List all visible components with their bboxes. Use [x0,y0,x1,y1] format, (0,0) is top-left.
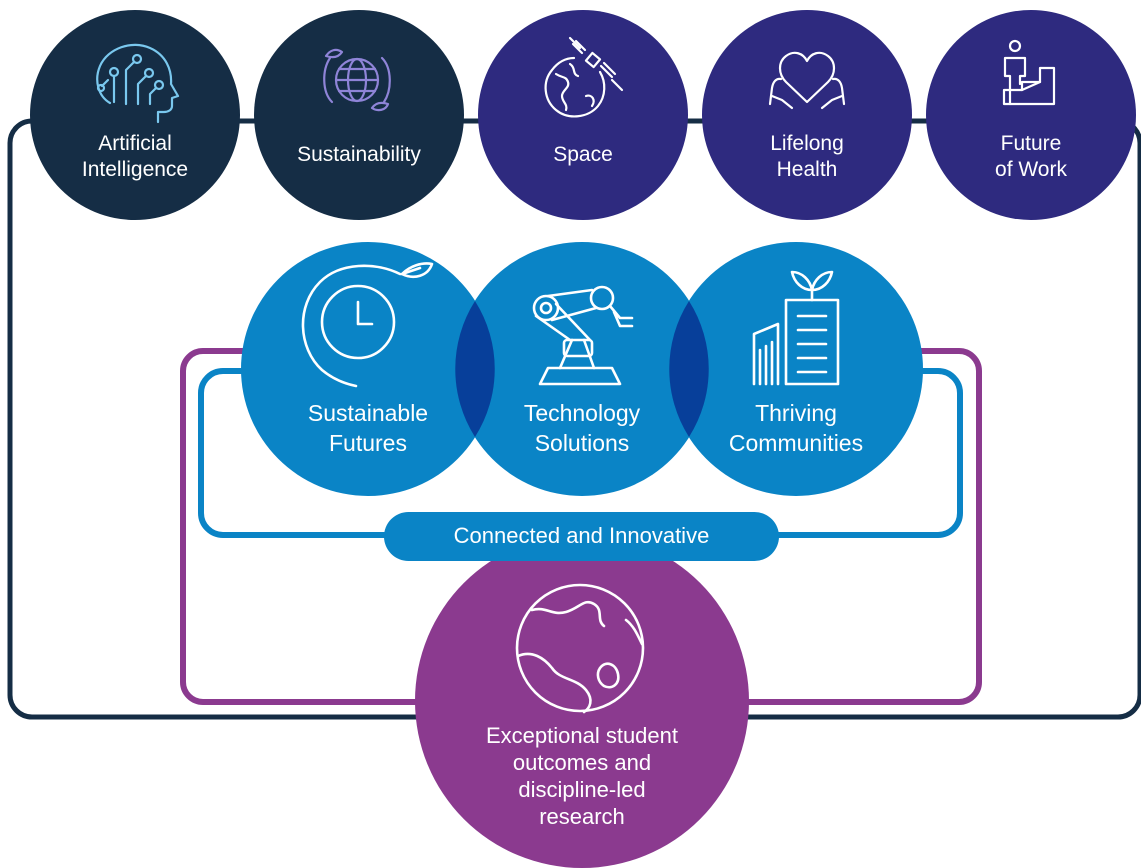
priority-label-thriving-communities: Thriving Communities [706,398,886,458]
overlap-lens-right [669,301,709,437]
priority-circle-thriving-communities [669,242,923,496]
person-steps-icon [1002,39,1056,106]
priority-label-line: Solutions [534,430,630,456]
robot-arm-icon [532,285,634,386]
theme-label-line: Lifelong [770,132,844,155]
theme-label-work: Future of Work [951,131,1111,183]
theme-label-ai: Artificial Intelligence [55,131,215,183]
theme-label-line: of Work [995,158,1067,181]
priority-label-line: Futures [329,430,407,456]
theme-circle-work [926,10,1136,220]
theme-circle-sustainability [254,10,464,220]
globe-leaf-icon [323,48,391,112]
outcome-label: Exceptional student outcomes and discipl… [452,722,712,830]
priority-label-technology-solutions: Technology Solutions [492,398,672,458]
connector-pill [384,512,779,561]
globe-icon [515,583,645,714]
outcome-label-line: Exceptional student [485,723,679,748]
connector-label: Connected and Innovative [453,523,710,548]
theme-label-line: Artificial [98,132,172,155]
clock-leaf-icon [301,262,434,388]
city-plant-icon [752,270,840,386]
theme-circle-health [702,10,912,220]
theme-label-line: Future [1000,132,1062,155]
priority-label-line: Technology [523,400,641,426]
theme-label-sustainability: Sustainability [269,142,449,168]
theme-label-line: Health [776,158,838,181]
outcome-label-line: outcomes and [512,750,652,775]
ai-head-icon [96,43,180,124]
priority-label-sustainable-futures: Sustainable Futures [278,398,458,458]
outcome-label-line: discipline-led [518,777,646,802]
outcome-label-line: research [539,804,625,829]
earth-satellite-icon [544,36,624,118]
theme-label-line: Space [553,143,613,166]
theme-label-space: Space [503,142,663,168]
priority-label-line: Sustainable [307,400,429,426]
theme-label-health: Lifelong Health [727,131,887,183]
theme-label-line: Intelligence [81,158,189,181]
overlap-lens-left [455,301,495,437]
outcome-circle [415,534,749,868]
theme-circle-ai [30,10,240,220]
priority-label-line: Communities [728,430,864,456]
heart-hands-icon [768,51,846,110]
theme-label-line: Sustainability [297,143,421,166]
priority-label-line: Thriving [755,400,837,426]
